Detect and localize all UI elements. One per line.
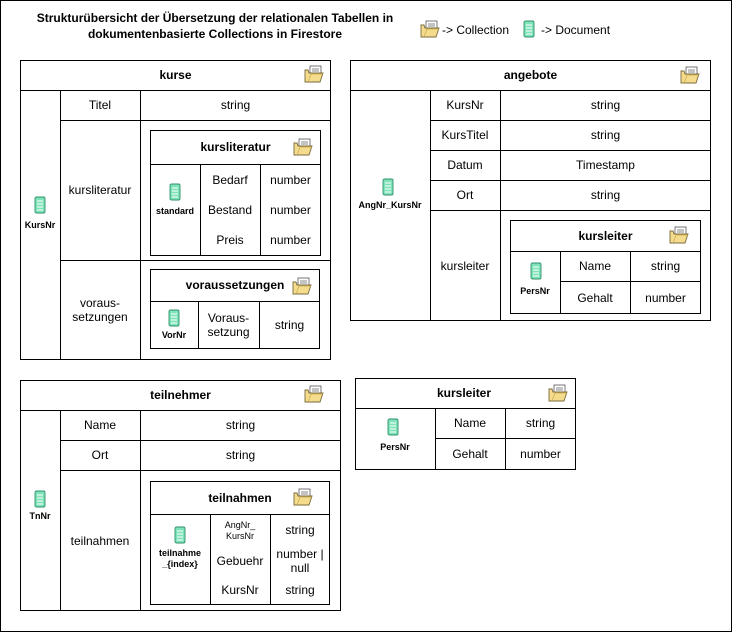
field-name: Name [578, 259, 611, 273]
field-name: Name [453, 416, 486, 430]
field-type: string [590, 128, 621, 142]
field-name: Ort [456, 188, 474, 202]
field-type: string [590, 98, 621, 112]
field-name: Gebuehr [216, 554, 264, 568]
field-name: kursliteratur [68, 183, 132, 197]
subcollection-title: teilnahmen [208, 490, 272, 505]
collection-title: teilnehmer [150, 388, 211, 402]
field-name: Bedarf [212, 173, 248, 187]
field-type: string [225, 418, 256, 432]
document-icon [168, 309, 180, 327]
subcollection-title: voraussetzungen [185, 278, 285, 292]
field-type: string [285, 583, 315, 597]
field-name: Preis [216, 233, 244, 247]
field-type: number [645, 290, 686, 305]
document-key: teilnahme _{index} [158, 548, 201, 569]
field-name: Gehalt [452, 447, 488, 461]
field-name: KursTitel [441, 128, 489, 142]
folder-icon [669, 226, 689, 244]
field-name: Titel [88, 98, 112, 112]
subcollection-voraussetzungen [150, 269, 320, 349]
document-icon [387, 418, 399, 436]
folder-icon [548, 384, 568, 402]
folder-icon [304, 65, 324, 83]
collection-title: kurse [159, 68, 192, 82]
document-key: standard [155, 205, 194, 216]
collection-title: angebote [503, 68, 558, 82]
document-key: TnNr [29, 510, 51, 521]
document-icon [530, 262, 542, 280]
field-type: string [274, 318, 305, 332]
folder-icon [292, 277, 312, 295]
folder-icon [420, 20, 440, 38]
document-key: AngNr_KursNr [358, 199, 422, 210]
field-type: string [285, 523, 315, 537]
folder-icon [304, 385, 324, 403]
document-key: VorNr [161, 329, 187, 340]
field-type: number [270, 173, 311, 187]
subcollection-title: kursliteratur [200, 140, 271, 154]
field-type: string [590, 188, 621, 202]
document-key: PersNr [520, 285, 550, 296]
document-key: KursNr [24, 219, 56, 230]
document-icon [382, 178, 394, 196]
folder-icon [680, 66, 700, 84]
field-type: number [520, 447, 561, 461]
field-type: number [270, 203, 311, 217]
document-icon [169, 183, 181, 201]
field-name: Name [83, 418, 116, 432]
document-icon [34, 490, 46, 508]
field-type: string [225, 448, 256, 462]
diagram-title-line2: dokumentenbasierte Collections in Firest… [87, 27, 343, 41]
collection-title: kursleiter [437, 386, 492, 400]
field-name: Bestand [207, 203, 253, 217]
field-type: number | null [276, 547, 324, 575]
field-name: Ort [91, 448, 109, 462]
document-icon [523, 20, 535, 38]
document-key: PersNr [380, 441, 410, 452]
field-type: string [650, 259, 681, 273]
field-name: Datum [447, 158, 483, 172]
legend-document-label: -> Document [541, 23, 611, 37]
field-name: AngNr_ KursNr [224, 520, 256, 541]
field-name: voraus- setzungen [72, 296, 128, 324]
diagram-title-line1: Strukturübersicht der Übersetzung der re… [36, 11, 394, 25]
folder-icon [293, 138, 313, 156]
legend-collection-label: -> Collection [442, 23, 510, 37]
field-name: KursNr [446, 98, 484, 112]
field-name: kursleiter [440, 258, 490, 273]
field-name: teilnahmen [70, 533, 130, 548]
field-type: string [525, 416, 556, 430]
field-name: Voraus- setzung [207, 311, 250, 339]
field-type: number [270, 233, 311, 247]
document-icon [34, 196, 46, 214]
subcollection-kursleiter [510, 220, 701, 314]
field-name: KursNr [221, 583, 259, 597]
field-type: string [220, 98, 251, 112]
document-icon [174, 526, 186, 544]
field-name: Gehalt [577, 290, 613, 305]
subcollection-title: kursleiter [578, 228, 633, 243]
field-type: Timestamp [576, 158, 635, 172]
folder-icon [293, 488, 313, 506]
